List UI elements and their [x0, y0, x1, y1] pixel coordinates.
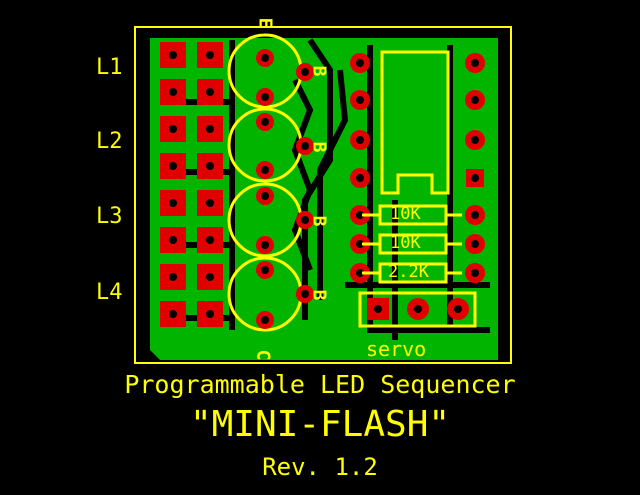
servo-label: servo	[366, 337, 427, 361]
led-label-l2: L2	[96, 129, 123, 154]
resistor-pad	[465, 234, 485, 254]
ic-pad	[350, 130, 370, 150]
led-label-l1: L1	[96, 55, 123, 80]
board-name: "MINI-FLASH"	[189, 404, 451, 445]
base-label-4: B	[308, 289, 330, 301]
ic-pad	[465, 90, 485, 110]
resistor-pad	[350, 263, 370, 283]
board-outline	[134, 26, 512, 364]
header-pad	[160, 153, 186, 179]
ic-pad	[350, 90, 370, 110]
servo-connector-outline	[358, 291, 477, 328]
transistor-pad	[256, 187, 274, 205]
transistor-pads	[256, 49, 314, 329]
transistor-pad	[256, 311, 274, 329]
resistor-pad	[465, 263, 485, 283]
transistor-pad	[256, 113, 274, 131]
resistor-pad	[465, 205, 485, 225]
ic-pad	[350, 53, 370, 73]
resistor-outlines	[362, 204, 462, 284]
resistor-pad	[350, 234, 370, 254]
transistor-pad	[296, 285, 314, 303]
header-pad	[160, 79, 186, 105]
board-revision: Rev. 1.2	[262, 453, 378, 481]
header-pad	[160, 190, 186, 216]
resistor-label-1: 10K	[390, 204, 421, 224]
header-pad	[197, 190, 223, 216]
header-pad	[197, 116, 223, 142]
transistor-pad	[296, 211, 314, 229]
base-label-2: B	[308, 141, 330, 153]
transistor-pad	[256, 236, 274, 254]
servo-pads	[367, 298, 469, 320]
emitter-label: E	[254, 17, 276, 29]
header-pad	[197, 264, 223, 290]
ic-pad-1	[466, 169, 484, 187]
transistor-pad	[256, 49, 274, 67]
header-pad	[197, 42, 223, 68]
header-pad	[160, 42, 186, 68]
transistor-pad	[256, 261, 274, 279]
header-pad	[197, 153, 223, 179]
transistor-pad	[256, 88, 274, 106]
led-header-pads	[160, 42, 223, 327]
ic-pad	[350, 168, 370, 188]
resistor-pad	[350, 205, 370, 225]
led-label-l3: L3	[96, 204, 123, 229]
ic-pad	[465, 53, 485, 73]
collector-label: C	[252, 349, 274, 361]
header-pad	[197, 227, 223, 253]
servo-pad	[367, 298, 389, 320]
transistor-pad	[296, 137, 314, 155]
header-pad	[160, 264, 186, 290]
copper-pour	[150, 38, 498, 360]
ic-outline	[380, 50, 450, 195]
ic-pads	[350, 53, 485, 283]
servo-pad	[407, 298, 429, 320]
led-label-l4: L4	[96, 280, 123, 305]
servo-pad	[447, 298, 469, 320]
base-label-3: B	[308, 215, 330, 227]
header-pad	[160, 116, 186, 142]
header-pad	[160, 227, 186, 253]
resistor-label-2: 10K	[390, 233, 421, 253]
ic-pad	[465, 130, 485, 150]
header-pad	[197, 301, 223, 327]
base-label-1: B	[308, 65, 330, 77]
header-pad	[160, 301, 186, 327]
resistor-label-3: 2.2K	[388, 262, 429, 282]
header-pad	[197, 79, 223, 105]
transistor-pad	[256, 161, 274, 179]
board-title: Programmable LED Sequencer	[124, 370, 516, 399]
transistor-pad	[296, 63, 314, 81]
